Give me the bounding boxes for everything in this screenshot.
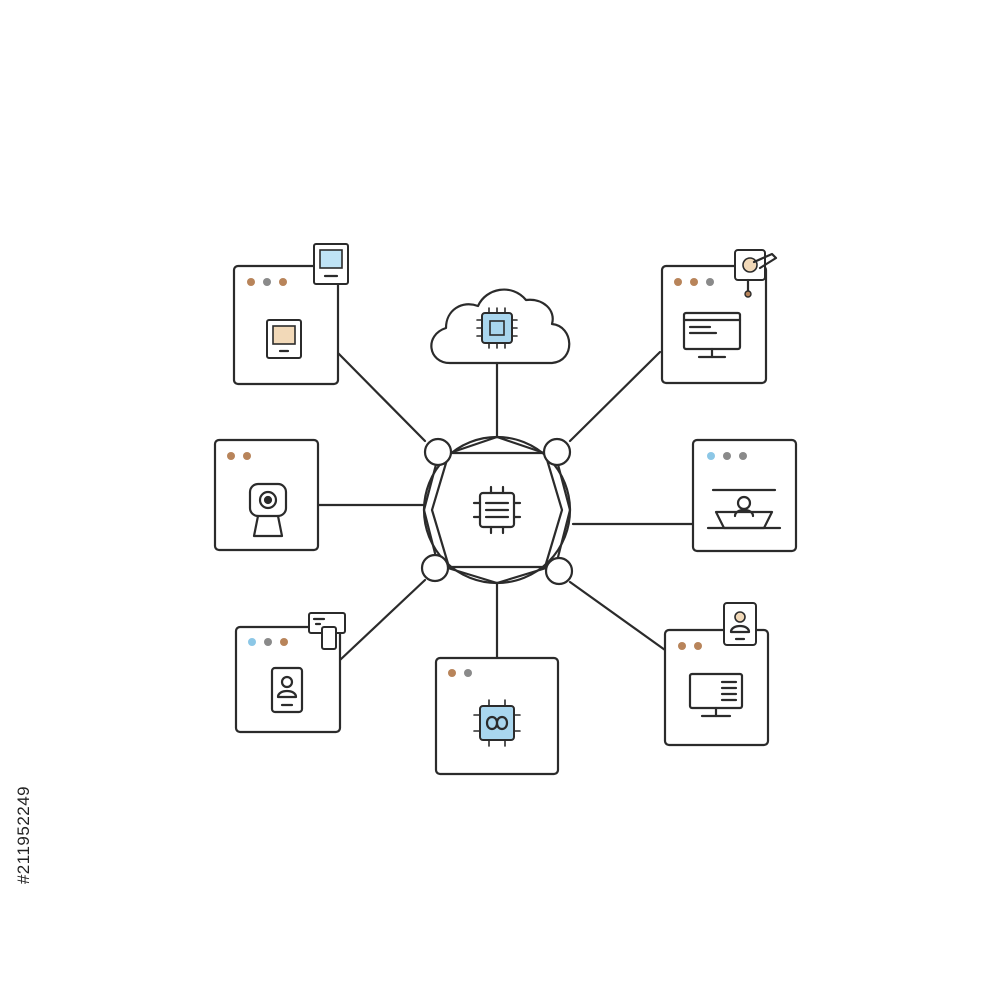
stock-id-text: #211952249 xyxy=(14,785,33,885)
desktop-monitor-icon xyxy=(688,672,744,718)
window-bottom-left xyxy=(234,612,346,734)
card-reader-icon xyxy=(308,612,346,650)
window-middle-right xyxy=(691,438,798,553)
central-hub xyxy=(420,435,574,586)
window-top-right xyxy=(660,249,778,385)
window-middle-left xyxy=(213,438,320,552)
user-platform-icon xyxy=(706,488,782,530)
connector-top-left xyxy=(335,350,427,443)
desktop-window-icon xyxy=(682,311,742,359)
cpu-chip-icon xyxy=(472,485,522,535)
user-phone-icon xyxy=(723,602,757,646)
cloud-node xyxy=(430,288,571,365)
window-bottom-center xyxy=(434,656,560,776)
user-tablet-icon xyxy=(270,666,304,714)
settings-wrench-icon xyxy=(734,249,778,298)
chip-icon xyxy=(473,699,521,747)
window-top-left xyxy=(232,243,349,386)
webcam-icon xyxy=(248,482,288,538)
cloud-chip-icon xyxy=(476,307,518,349)
connector-lines xyxy=(316,350,695,662)
connector-bottom-left xyxy=(338,578,427,662)
connector-top-right xyxy=(568,350,662,443)
window-bottom-right xyxy=(663,602,770,747)
tablet-icon xyxy=(266,319,302,359)
monitor-icon xyxy=(313,243,349,285)
stock-id-watermark: #211952249 xyxy=(4,755,44,915)
connector-bottom-right xyxy=(568,580,667,652)
